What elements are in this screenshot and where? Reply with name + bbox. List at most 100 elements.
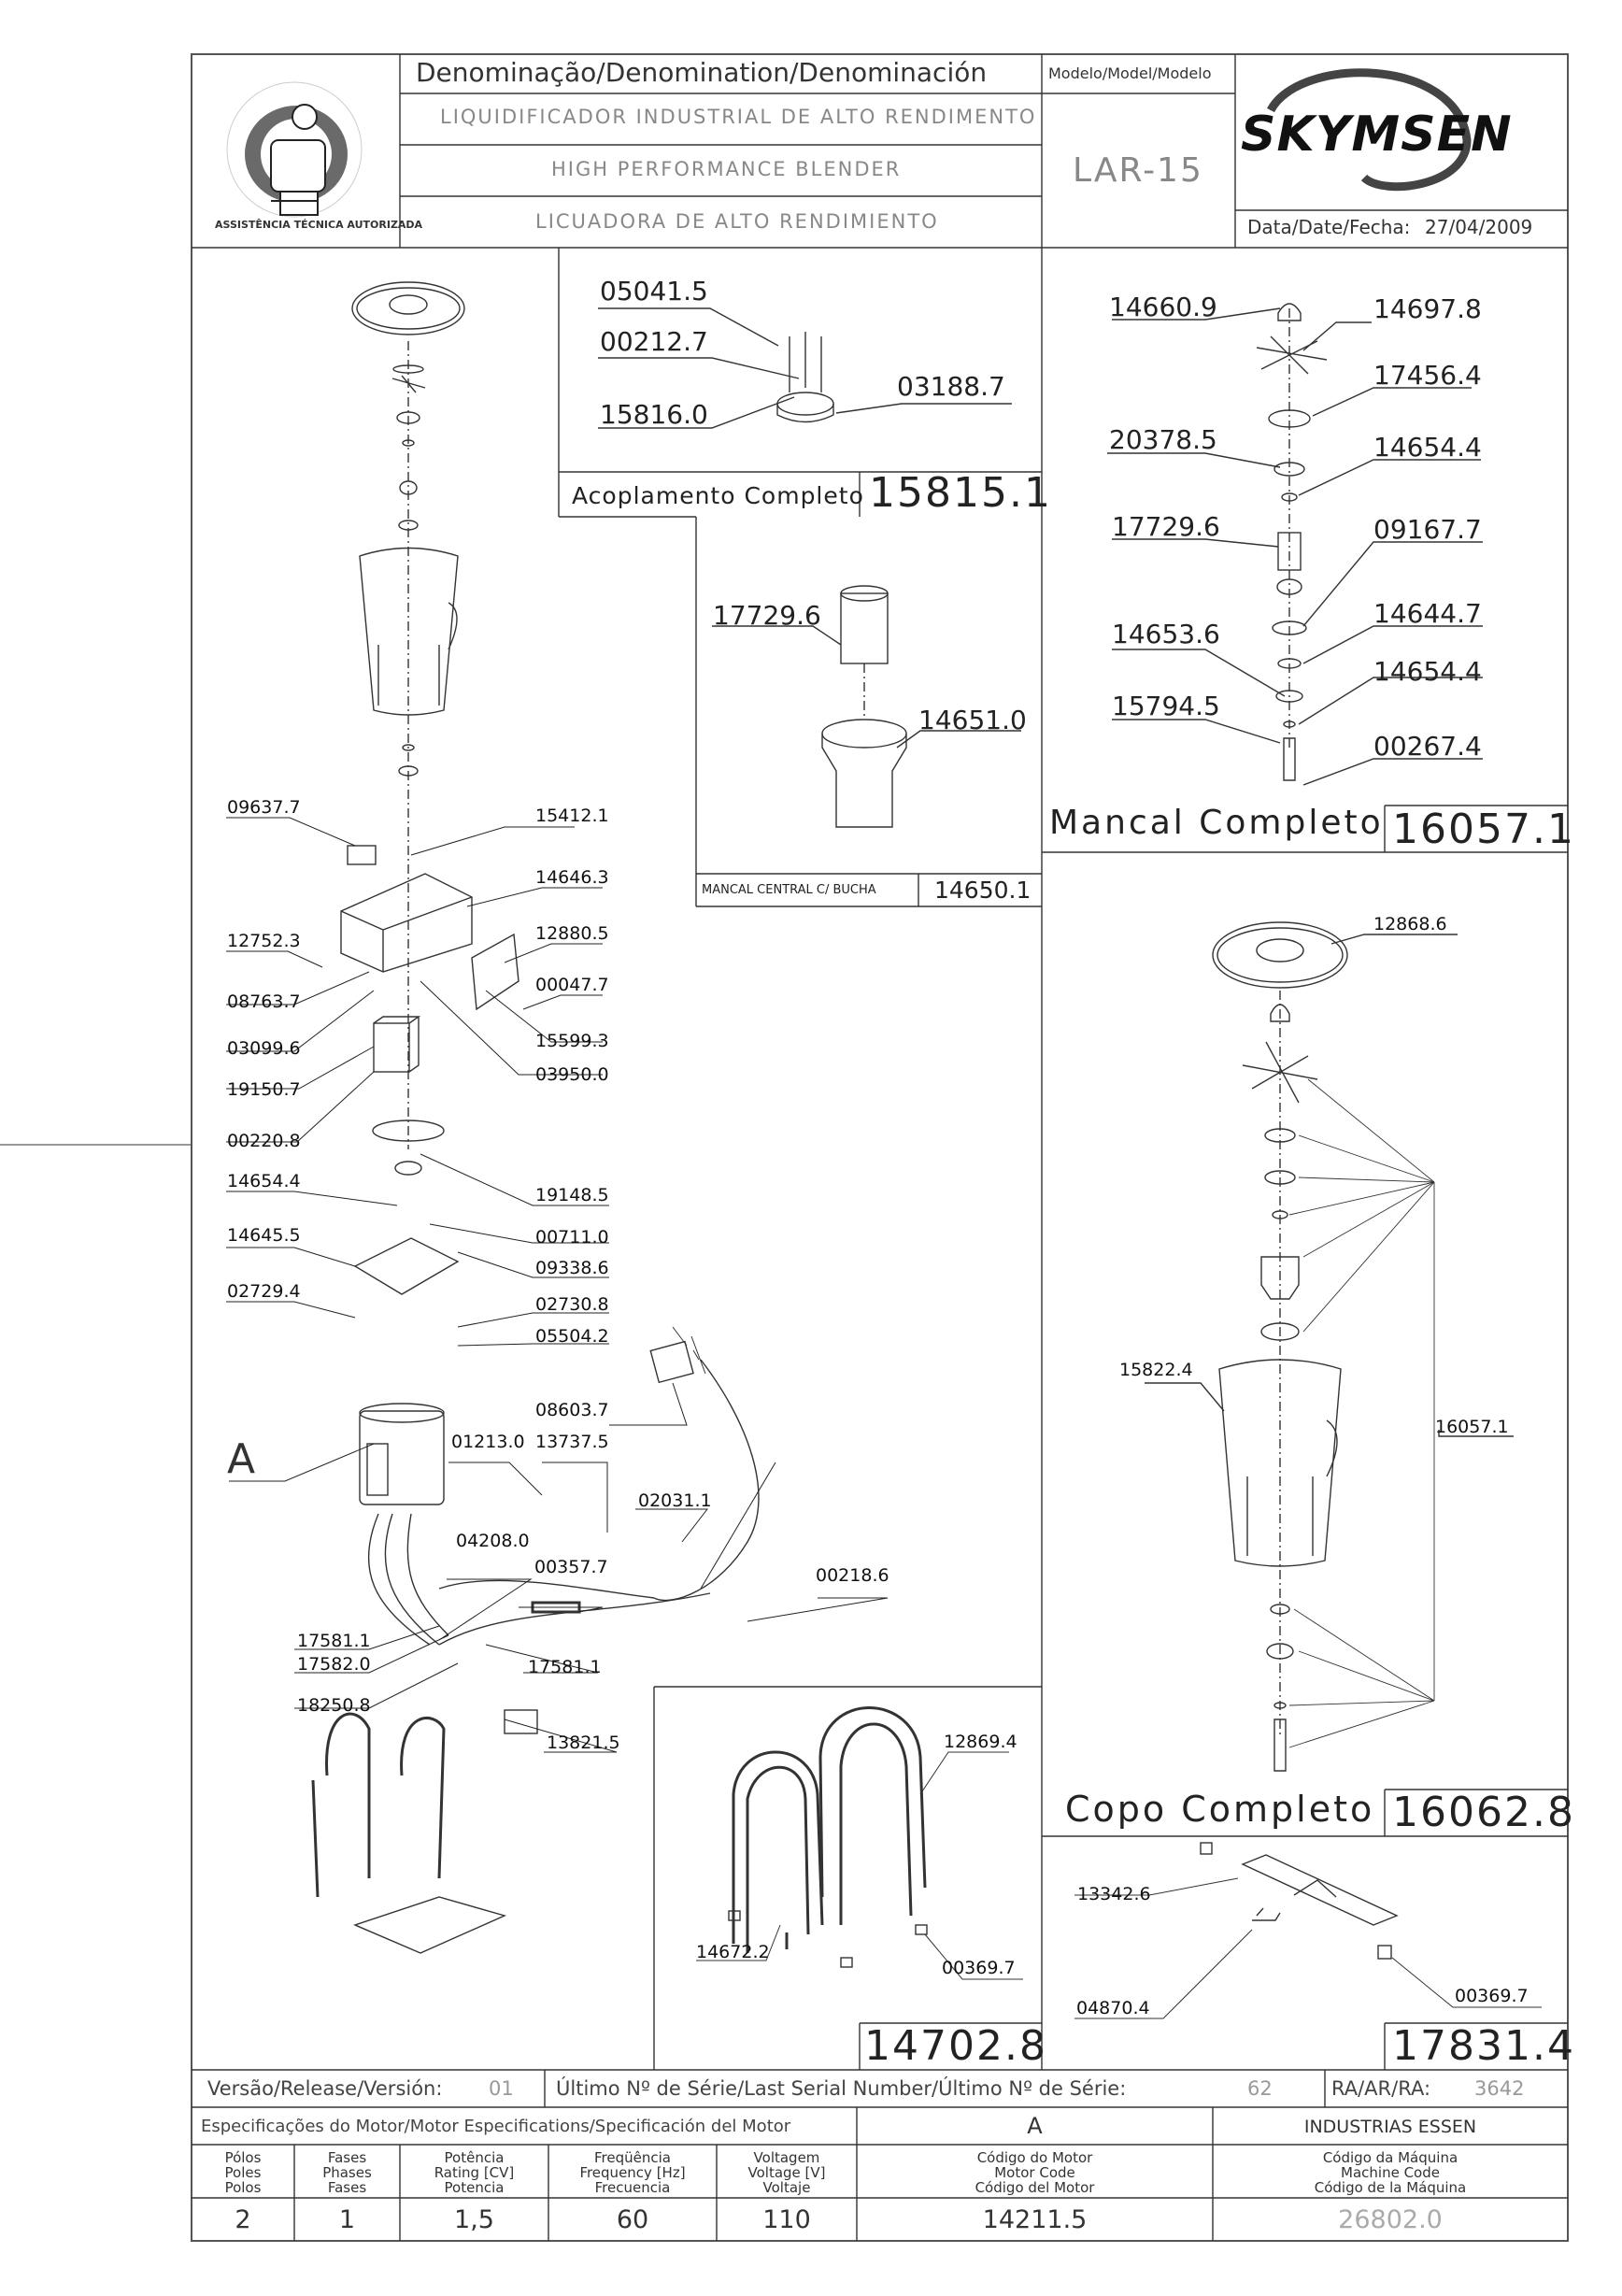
part-label: 02730.8 (535, 1294, 609, 1315)
part-label: 12868.6 (1373, 914, 1447, 934)
part-label: 14651.0 (918, 705, 1027, 735)
cup-drawing (1145, 921, 1514, 1772)
stand-drawing (696, 1706, 1023, 1980)
coupling-drawing (598, 307, 1012, 429)
model-label: Modelo/Model/Modelo (1048, 64, 1212, 82)
part-label: 05504.2 (535, 1326, 609, 1347)
part-label: 19150.7 (227, 1079, 301, 1100)
part-label: 16057.1 (1435, 1417, 1509, 1437)
part-label: 17581.1 (297, 1631, 371, 1651)
central-bearing-code: 14650.1 (934, 877, 1032, 904)
coupling-title: Acoplamento Completo (572, 482, 864, 509)
part-label: 17456.4 (1373, 360, 1482, 391)
central-bearing-title: MANCAL CENTRAL C/ BUCHA (702, 883, 876, 897)
part-label: 04208.0 (456, 1531, 530, 1551)
part-label: 13737.5 (535, 1432, 609, 1452)
part-label: 02729.4 (227, 1281, 301, 1302)
seal-text: ASSISTÊNCIA TÉCNICA AUTORIZADA (215, 219, 423, 231)
part-label: 09167.7 (1373, 514, 1482, 545)
brand-logo-swoosh (1267, 68, 1472, 192)
part-label: 12752.3 (227, 931, 301, 951)
seal-logo (226, 81, 363, 218)
part-label: 00711.0 (535, 1227, 609, 1248)
serial-value: 62 (1247, 2077, 1273, 2100)
part-label: 03950.0 (535, 1064, 609, 1085)
spec-value-rating: 1,5 (454, 2205, 494, 2234)
part-label: 17582.0 (297, 1654, 371, 1675)
product-name-en: HIGH PERFORMANCE BLENDER (551, 158, 902, 180)
part-label: 09338.6 (535, 1258, 609, 1278)
part-label: 20378.5 (1109, 424, 1217, 455)
part-label: 00047.7 (535, 975, 609, 995)
spec-value-phases: 1 (338, 2205, 356, 2234)
bearing-drawing (1107, 303, 1483, 786)
part-label: 08763.7 (227, 991, 301, 1012)
part-label: 14644.7 (1373, 598, 1482, 629)
central-bearing-drawing (712, 585, 1021, 828)
ra-label: RA/AR/RA: (1331, 2077, 1431, 2100)
part-label: 14653.6 (1112, 619, 1220, 649)
date-label: Data/Date/Fecha: (1247, 216, 1411, 238)
part-label: 02031.1 (638, 1490, 712, 1511)
main-leaders (226, 817, 889, 1753)
part-label: 00369.7 (942, 1958, 1016, 1978)
part-label: 14645.5 (227, 1225, 301, 1246)
part-label: 14660.9 (1109, 292, 1217, 322)
part-label: 14697.8 (1373, 293, 1482, 324)
spec-value-machine-code: 26802.0 (1338, 2205, 1443, 2234)
product-name-pt: LIQUIDIFICADOR INDUSTRIAL DE ALTO RENDIM… (440, 106, 1037, 128)
part-label: 00357.7 (534, 1557, 608, 1577)
spec-value-poles: 2 (235, 2205, 251, 2234)
part-label: 09637.7 (227, 797, 301, 818)
spec-value-motor-code: 14211.5 (982, 2205, 1088, 2234)
brand-name: SKYMSEN (1241, 107, 1513, 163)
part-label: 14646.3 (535, 867, 609, 888)
motor-spec-label: Especificações do Motor/Motor Especifica… (201, 2117, 791, 2136)
motor-ref-header: A (1027, 2113, 1043, 2139)
part-label: 03099.6 (227, 1038, 301, 1059)
part-label: 13342.6 (1077, 1884, 1151, 1904)
date-value: 27/04/2009 (1425, 216, 1533, 238)
foot-code: 17831.4 (1392, 2022, 1575, 2070)
bearing-code: 16057.1 (1392, 806, 1575, 853)
part-label: 18250.8 (297, 1695, 371, 1716)
main-exploded-view (311, 281, 760, 1954)
motor-reference: A (227, 1435, 256, 1483)
denomination-label: Denominação/Denomination/Denominación (416, 57, 988, 88)
part-label: 19148.5 (535, 1185, 609, 1205)
part-label: 14654.4 (1373, 656, 1482, 687)
part-label: 00369.7 (1455, 1986, 1529, 2006)
product-name-es: LICUADORA DE ALTO RENDIMIENTO (535, 210, 939, 233)
part-label: 08603.7 (535, 1400, 609, 1420)
part-label: 17729.6 (1112, 511, 1220, 542)
spec-value-frequency: 60 (616, 2205, 649, 2234)
part-label: 15816.0 (600, 399, 708, 430)
stand-code: 14702.8 (864, 2022, 1047, 2070)
part-label: 01213.0 (451, 1432, 525, 1452)
part-label: 03188.7 (897, 371, 1005, 402)
part-label: 15822.4 (1119, 1360, 1193, 1380)
version-value: 01 (489, 2077, 514, 2100)
spec-value-voltage: 110 (762, 2205, 811, 2234)
foot-drawing (1074, 1842, 1542, 2019)
part-label: 00218.6 (816, 1565, 889, 1586)
part-label: 00220.8 (227, 1131, 301, 1151)
coupling-code: 15815.1 (869, 469, 1052, 517)
ra-value: 3642 (1474, 2077, 1525, 2100)
part-label: 14654.4 (227, 1171, 301, 1191)
manufacturer: INDUSTRIAS ESSEN (1303, 2117, 1477, 2137)
part-label: 12869.4 (944, 1732, 1017, 1752)
part-label: 17729.6 (713, 600, 821, 631)
part-label: 14672.2 (696, 1942, 770, 1962)
part-label: 00267.4 (1373, 731, 1482, 762)
part-label: 14654.4 (1373, 432, 1482, 463)
model-value: LAR-15 (1073, 151, 1203, 190)
part-label: 05041.5 (600, 276, 708, 307)
